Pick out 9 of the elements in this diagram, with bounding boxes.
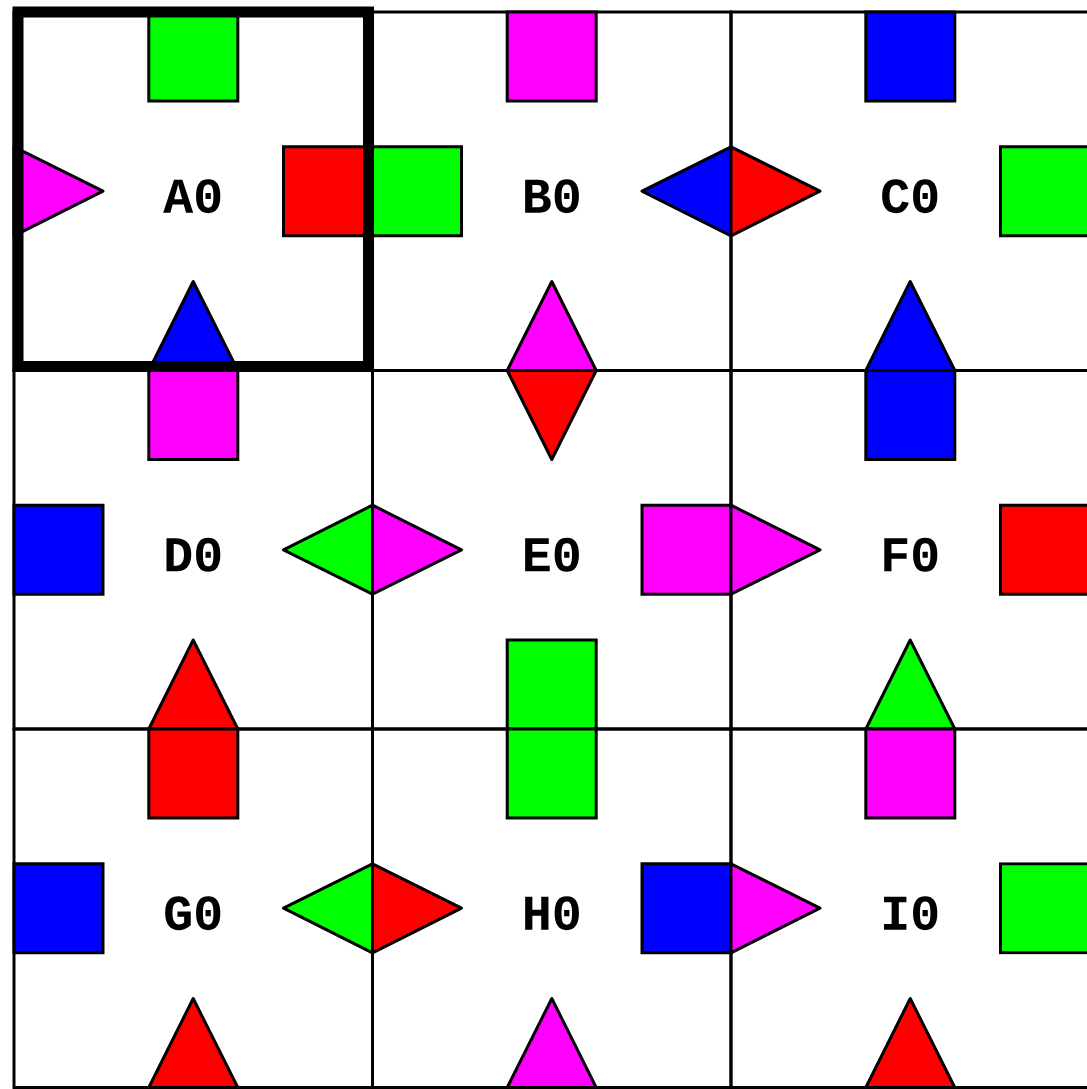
- tile-label: A0: [163, 179, 221, 214]
- tile-label: E0: [525, 537, 579, 572]
- tile-label: C0: [882, 179, 938, 214]
- tile-label: I0: [884, 896, 938, 931]
- tile-label: F0: [884, 537, 938, 572]
- tile-label: G0: [165, 896, 221, 931]
- tile-label: H0: [525, 896, 579, 931]
- tile-label: B0: [525, 179, 579, 214]
- tile-label: D0: [166, 537, 221, 572]
